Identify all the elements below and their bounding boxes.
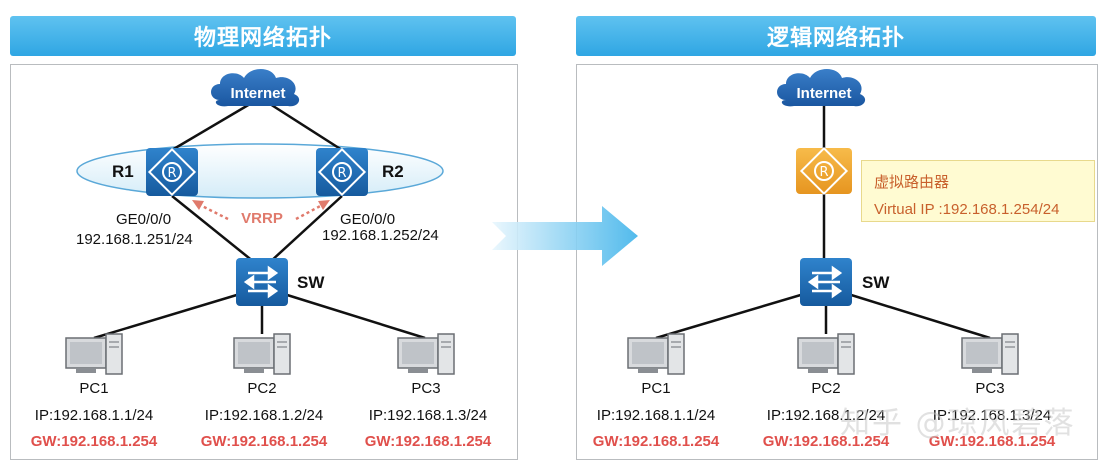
virtual-router-name: 虚拟路由器	[874, 174, 950, 191]
pc-icon	[961, 333, 1019, 375]
vrrp-label: VRRP	[241, 210, 283, 227]
switch-icon	[800, 258, 852, 306]
right-panel-title: 逻辑网络拓扑	[576, 16, 1096, 56]
pc-name: PC1	[79, 380, 108, 397]
right-links	[655, 104, 991, 340]
router-icon: R	[146, 147, 198, 197]
pc-ip: IP:192.168.1.3/24	[369, 407, 487, 424]
router-icon: R	[316, 147, 368, 197]
pc-name: PC1	[641, 380, 670, 397]
internet-label: Internet	[796, 85, 851, 102]
r2-interface: GE0/0/0	[340, 211, 395, 228]
pc-icon	[65, 333, 123, 375]
internet-cloud-icon	[777, 69, 866, 107]
internet-cloud-icon	[211, 69, 300, 107]
switch-label: SW	[862, 273, 890, 292]
vrrp-arrows	[197, 202, 325, 221]
watermark: 知乎 @琼风碧落	[840, 406, 1076, 441]
pc-gateway: GW:192.168.1.254	[763, 433, 890, 450]
r2-ip: 192.168.1.252/24	[322, 227, 439, 244]
pc-ip: IP:192.168.1.1/24	[35, 407, 153, 424]
virtual-router-ip: Virtual IP :192.168.1.254/24	[874, 201, 1060, 218]
pc-icon	[627, 333, 685, 375]
svg-text:R: R	[819, 165, 828, 180]
virtual-router-info: 虚拟路由器 Virtual IP :192.168.1.254/24	[861, 160, 1095, 222]
pc-ip: IP:192.168.1.1/24	[597, 407, 715, 424]
pc-icon	[797, 333, 855, 375]
switch-icon	[236, 258, 288, 306]
pc-icon	[397, 333, 455, 375]
pc-ip: IP:192.168.1.3/24	[933, 407, 1051, 424]
pc-name: PC2	[247, 380, 276, 397]
pc-name: PC2	[811, 380, 840, 397]
pc-name: PC3	[411, 380, 440, 397]
switch-label: SW	[297, 273, 325, 292]
r1-interface: GE0/0/0	[116, 211, 171, 228]
pc-gateway: GW:192.168.1.254	[201, 433, 328, 450]
pc-gateway: GW:192.168.1.254	[365, 433, 492, 450]
pc-gateway: GW:192.168.1.254	[31, 433, 158, 450]
left-links	[93, 102, 426, 340]
vrrp-arrowhead-right	[318, 200, 330, 210]
r1-ip: 192.168.1.251/24	[76, 231, 193, 248]
pc-gateway: GW:192.168.1.254	[929, 433, 1056, 450]
pc-icon	[233, 333, 291, 375]
virtual-router-icon: R	[796, 146, 852, 196]
pc-name: PC3	[975, 380, 1004, 397]
internet-label: Internet	[230, 85, 285, 102]
left-panel-title: 物理网络拓扑	[10, 16, 516, 56]
r2-name: R2	[382, 162, 404, 181]
svg-text:R: R	[167, 166, 176, 181]
r1-name: R1	[112, 162, 134, 181]
pc-ip: IP:192.168.1.2/24	[205, 407, 323, 424]
pc-gateway: GW:192.168.1.254	[593, 433, 720, 450]
vrrp-arrowhead-left	[192, 200, 204, 210]
transition-arrow-icon	[492, 206, 638, 266]
svg-text:R: R	[337, 166, 346, 181]
pc-ip: IP:192.168.1.2/24	[767, 407, 885, 424]
